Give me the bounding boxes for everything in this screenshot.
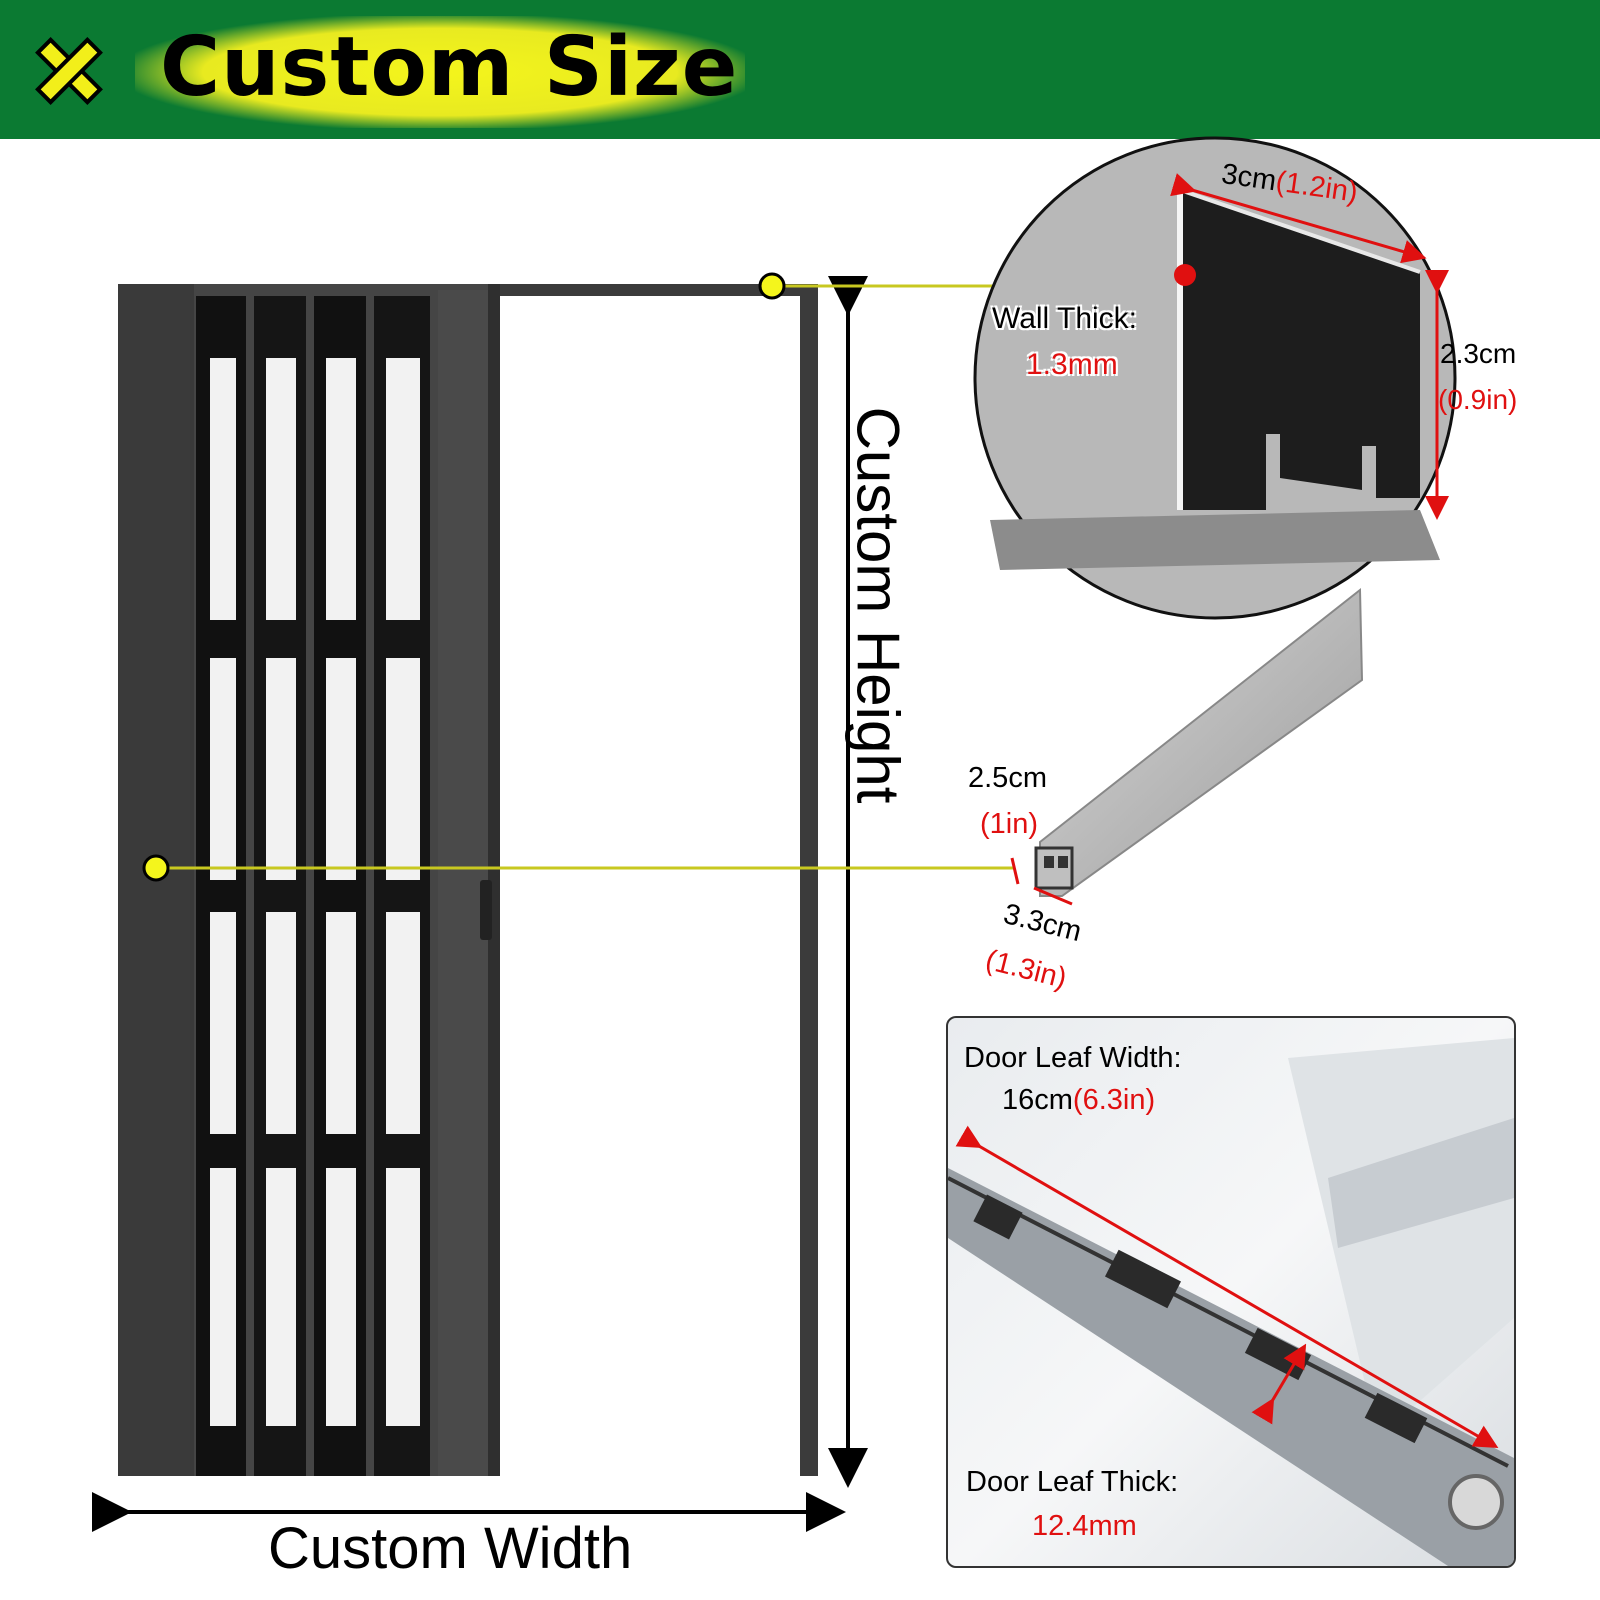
track-height-in: (0.9in) [1438, 384, 1518, 415]
banner-title: Custom Size [160, 20, 739, 115]
profile-a-cm: 2.5cm [968, 762, 1047, 794]
top-track-magnifier [973, 136, 1457, 620]
side-profile [1010, 587, 1364, 906]
leaf-thick-arrow [1251, 1343, 1307, 1425]
profile-a-in: (1in) [980, 808, 1039, 840]
title-highlight [135, 16, 745, 128]
track-width-cm: 3cm [1219, 158, 1279, 198]
callout-dot-top [758, 272, 786, 300]
header-banner: Custom Size [0, 0, 1600, 139]
wall-thick-marker [1174, 264, 1196, 286]
ruler-pencil-icon [35, 37, 103, 105]
track-height-cm: 2.3cm [1440, 338, 1517, 369]
leaf-width-arrow [955, 1125, 1499, 1449]
leaf-thick-label: Door Leaf Thick: [966, 1466, 1179, 1498]
leaf-thick-value: 12.4mm [1032, 1510, 1137, 1542]
wall-thick-value: 1.3mm [1026, 348, 1118, 381]
wall-thick-label: Wall Thick: [992, 302, 1138, 335]
folding-door-panels [196, 296, 492, 1476]
door-leaf-panel [946, 1016, 1516, 1568]
door-handle [480, 880, 492, 940]
leaf-width-label: Door Leaf Width: [964, 1042, 1182, 1074]
custom-width-label: Custom Width [268, 1516, 633, 1581]
door-leaf-profile-image [948, 1038, 1514, 1566]
leaf-width-cm: 16cm [1002, 1084, 1073, 1116]
callout-dot-side [142, 854, 170, 882]
leaf-width-in: (6.3in) [1072, 1084, 1156, 1116]
custom-height-label: Custom Height [844, 406, 912, 804]
door-frame [118, 284, 818, 1476]
leaf-width-value: 16cm(6.3in) [1002, 1084, 1155, 1117]
